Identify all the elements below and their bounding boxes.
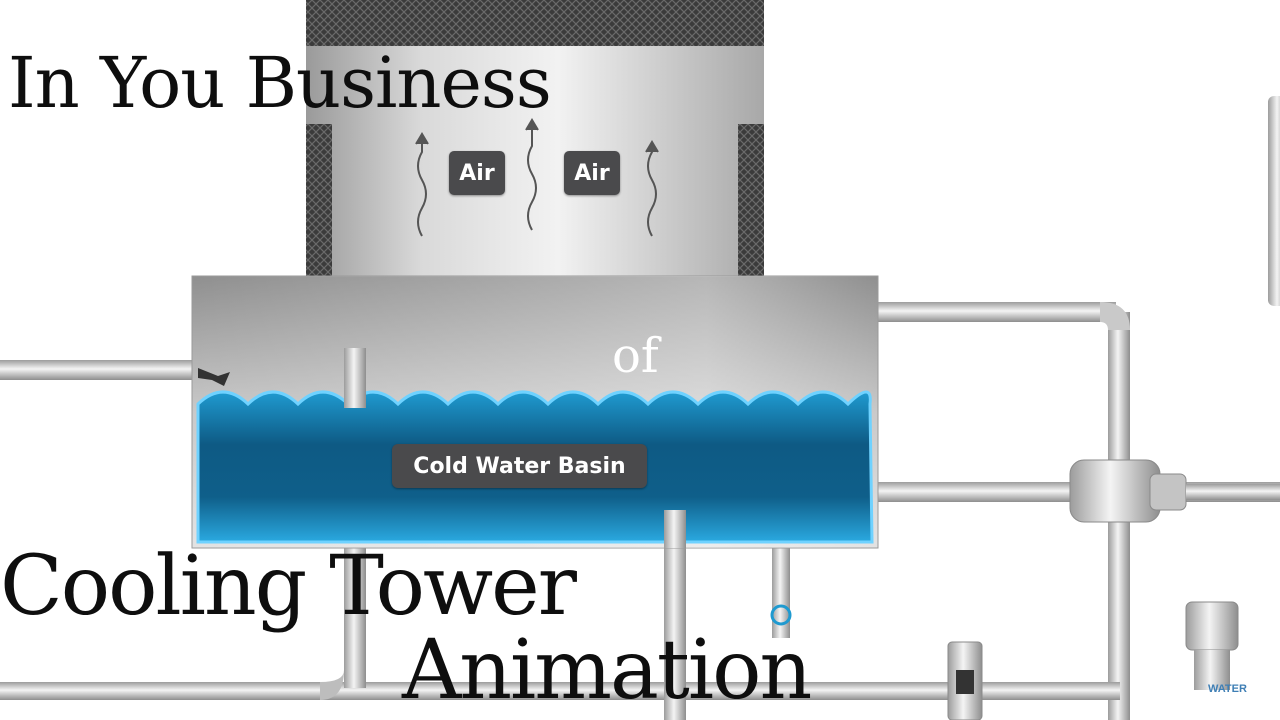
float-valve (198, 368, 230, 386)
air-flow-arrows (415, 118, 659, 237)
cold-water-basin-label: Cold Water Basin (392, 444, 647, 488)
gauge-center (947, 641, 983, 720)
pipe-elbow (1100, 302, 1130, 330)
overlay-title-line3: Cooling Tower (0, 539, 577, 634)
pipe-elbow-bottom (320, 670, 344, 700)
tower-body (306, 40, 764, 280)
valve-right (1185, 601, 1239, 690)
fill-media-left (306, 124, 332, 278)
pipe-bottom (0, 682, 1120, 700)
overlay-title-line4: Animation (402, 623, 812, 718)
air-label-right: Air (564, 151, 620, 195)
water-drop-icon (770, 604, 792, 626)
fill-media-top (306, 0, 764, 46)
right-tank (1268, 96, 1280, 306)
overlay-title-line1: In You Business (8, 42, 552, 124)
pipe-drain-blue (772, 548, 790, 638)
pipe-left-inlet (0, 360, 200, 380)
fill-media-right (738, 124, 764, 278)
pipe-drop-center (664, 510, 686, 720)
watermark-logo: WATER (1208, 683, 1247, 695)
pump (1069, 459, 1280, 523)
air-label-left: Air (449, 151, 505, 195)
pipe-right-upper (876, 302, 1116, 322)
overlay-title-line2: of (612, 328, 659, 384)
